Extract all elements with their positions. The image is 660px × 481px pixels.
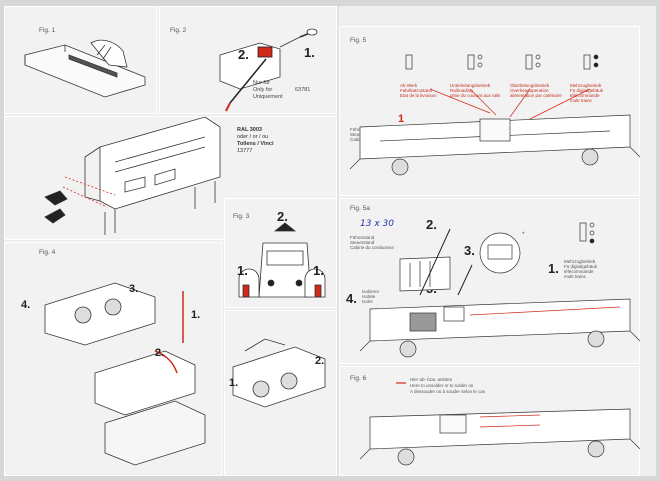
fig4-step-1: 1. bbox=[191, 309, 201, 321]
fig4-step-3: 3. bbox=[129, 283, 139, 295]
fig5a-multitrain-note: Mehrzugbetrieb Fü digitalgebäuk télécomm… bbox=[564, 259, 598, 279]
fig5a-drawing bbox=[359, 222, 641, 358]
fig5-label: Fig. 5 bbox=[350, 37, 367, 44]
fig6-note-2: Here to unsolder or to solder on bbox=[410, 383, 474, 388]
center-fold bbox=[337, 6, 339, 476]
fig4-drawing bbox=[44, 282, 206, 466]
fig1-label: Fig. 1 bbox=[39, 27, 56, 34]
fig5a-step-4: 4. bbox=[346, 291, 357, 306]
fig6-note-3: A dessouder ou à souder selon le cas bbox=[410, 389, 486, 394]
fig5-drawing bbox=[349, 54, 641, 176]
fig3-drawing bbox=[238, 222, 326, 298]
fig4-right-drawing bbox=[232, 338, 326, 408]
fig5-note-rail: Unterleitungsbetrieb Railroading prise d… bbox=[450, 83, 501, 98]
instruction-sheet: Fig. 1 Fig. 2 2. 1. bbox=[4, 6, 656, 476]
fig5-note-multitrain: Mehrzugbetrieb Fü digitalgebäuk télécomm… bbox=[570, 83, 604, 103]
ral-color-note: RAL 3003 oder / or / ou Tollens / Vinci … bbox=[237, 127, 274, 154]
fig2-note: Nur für Only for Uniquement bbox=[253, 80, 283, 100]
fig3-step-1-left: 1. bbox=[237, 263, 248, 278]
fig5a-label: Fig. 5a bbox=[350, 205, 370, 212]
fig2-part-number: 63781 bbox=[295, 87, 311, 93]
fig4-right-step-1: 1. bbox=[229, 377, 239, 389]
fig4-right-step-2: 2. bbox=[315, 355, 325, 367]
fig5a-panel: Fig. 5a 13 x 30 Führerstand Steuerstand … bbox=[339, 198, 641, 364]
fig5a-star: * bbox=[522, 231, 525, 238]
fig3-step-1-right: 1. bbox=[313, 263, 324, 278]
fig4-step-4: 4. bbox=[21, 299, 31, 311]
fig3-step-2: 2. bbox=[277, 209, 288, 224]
fig5-note-factory: Ab Werk Fabrikatzustand Etat de la livra… bbox=[400, 83, 437, 98]
fig2-step-1: 1. bbox=[304, 45, 315, 60]
fig2-drawing bbox=[219, 28, 318, 112]
fig3-panel: Fig. 3 2. 1. 1. bbox=[224, 198, 337, 308]
fig2-label: Fig. 2 bbox=[170, 27, 187, 34]
fig6-label: Fig. 6 bbox=[350, 375, 367, 382]
fig5a-handwritten-note: 13 x 30 bbox=[360, 219, 394, 229]
fig5a-step-1: 1. bbox=[548, 261, 559, 276]
fig2-panel: Fig. 2 2. 1. Nur für Only for Uniquement… bbox=[159, 6, 337, 114]
fig5a-step-2: 2. bbox=[426, 217, 437, 232]
fig3-label: Fig. 3 bbox=[233, 213, 250, 220]
fig4-step-2: 2. bbox=[155, 347, 165, 359]
fig4-label: Fig. 4 bbox=[39, 249, 56, 256]
fig5a-cab-note: Führerstand Steuerstand Cabine du conduc… bbox=[350, 235, 395, 250]
locomotive-drawing bbox=[44, 116, 221, 235]
fig4-panel: Fig. 4 4. 3. 1. 2. bbox=[4, 242, 222, 476]
fig6-panel: Fig. 6 Hier ab- bzw. anlöten Here to uns… bbox=[339, 366, 641, 476]
fig2-step-2: 2. bbox=[238, 47, 249, 62]
fig1-panel: Fig. 1 bbox=[4, 6, 157, 114]
fig1-drawing bbox=[24, 39, 146, 98]
fig5a-isolate-note: Isolieren Isolate Isoler bbox=[362, 289, 380, 304]
fig6-note-1: Hier ab- bzw. anlöten bbox=[410, 377, 453, 382]
fig5a-step-3: 3. bbox=[464, 243, 475, 258]
fig4-right-panel: 2. 1. bbox=[224, 310, 337, 476]
fig5-panel: Fig. 5 Ab Werk Fabrikatzustand Etat de l… bbox=[339, 26, 641, 196]
fig6-drawing bbox=[359, 382, 641, 466]
fig5-step-1: 1 bbox=[398, 113, 405, 125]
